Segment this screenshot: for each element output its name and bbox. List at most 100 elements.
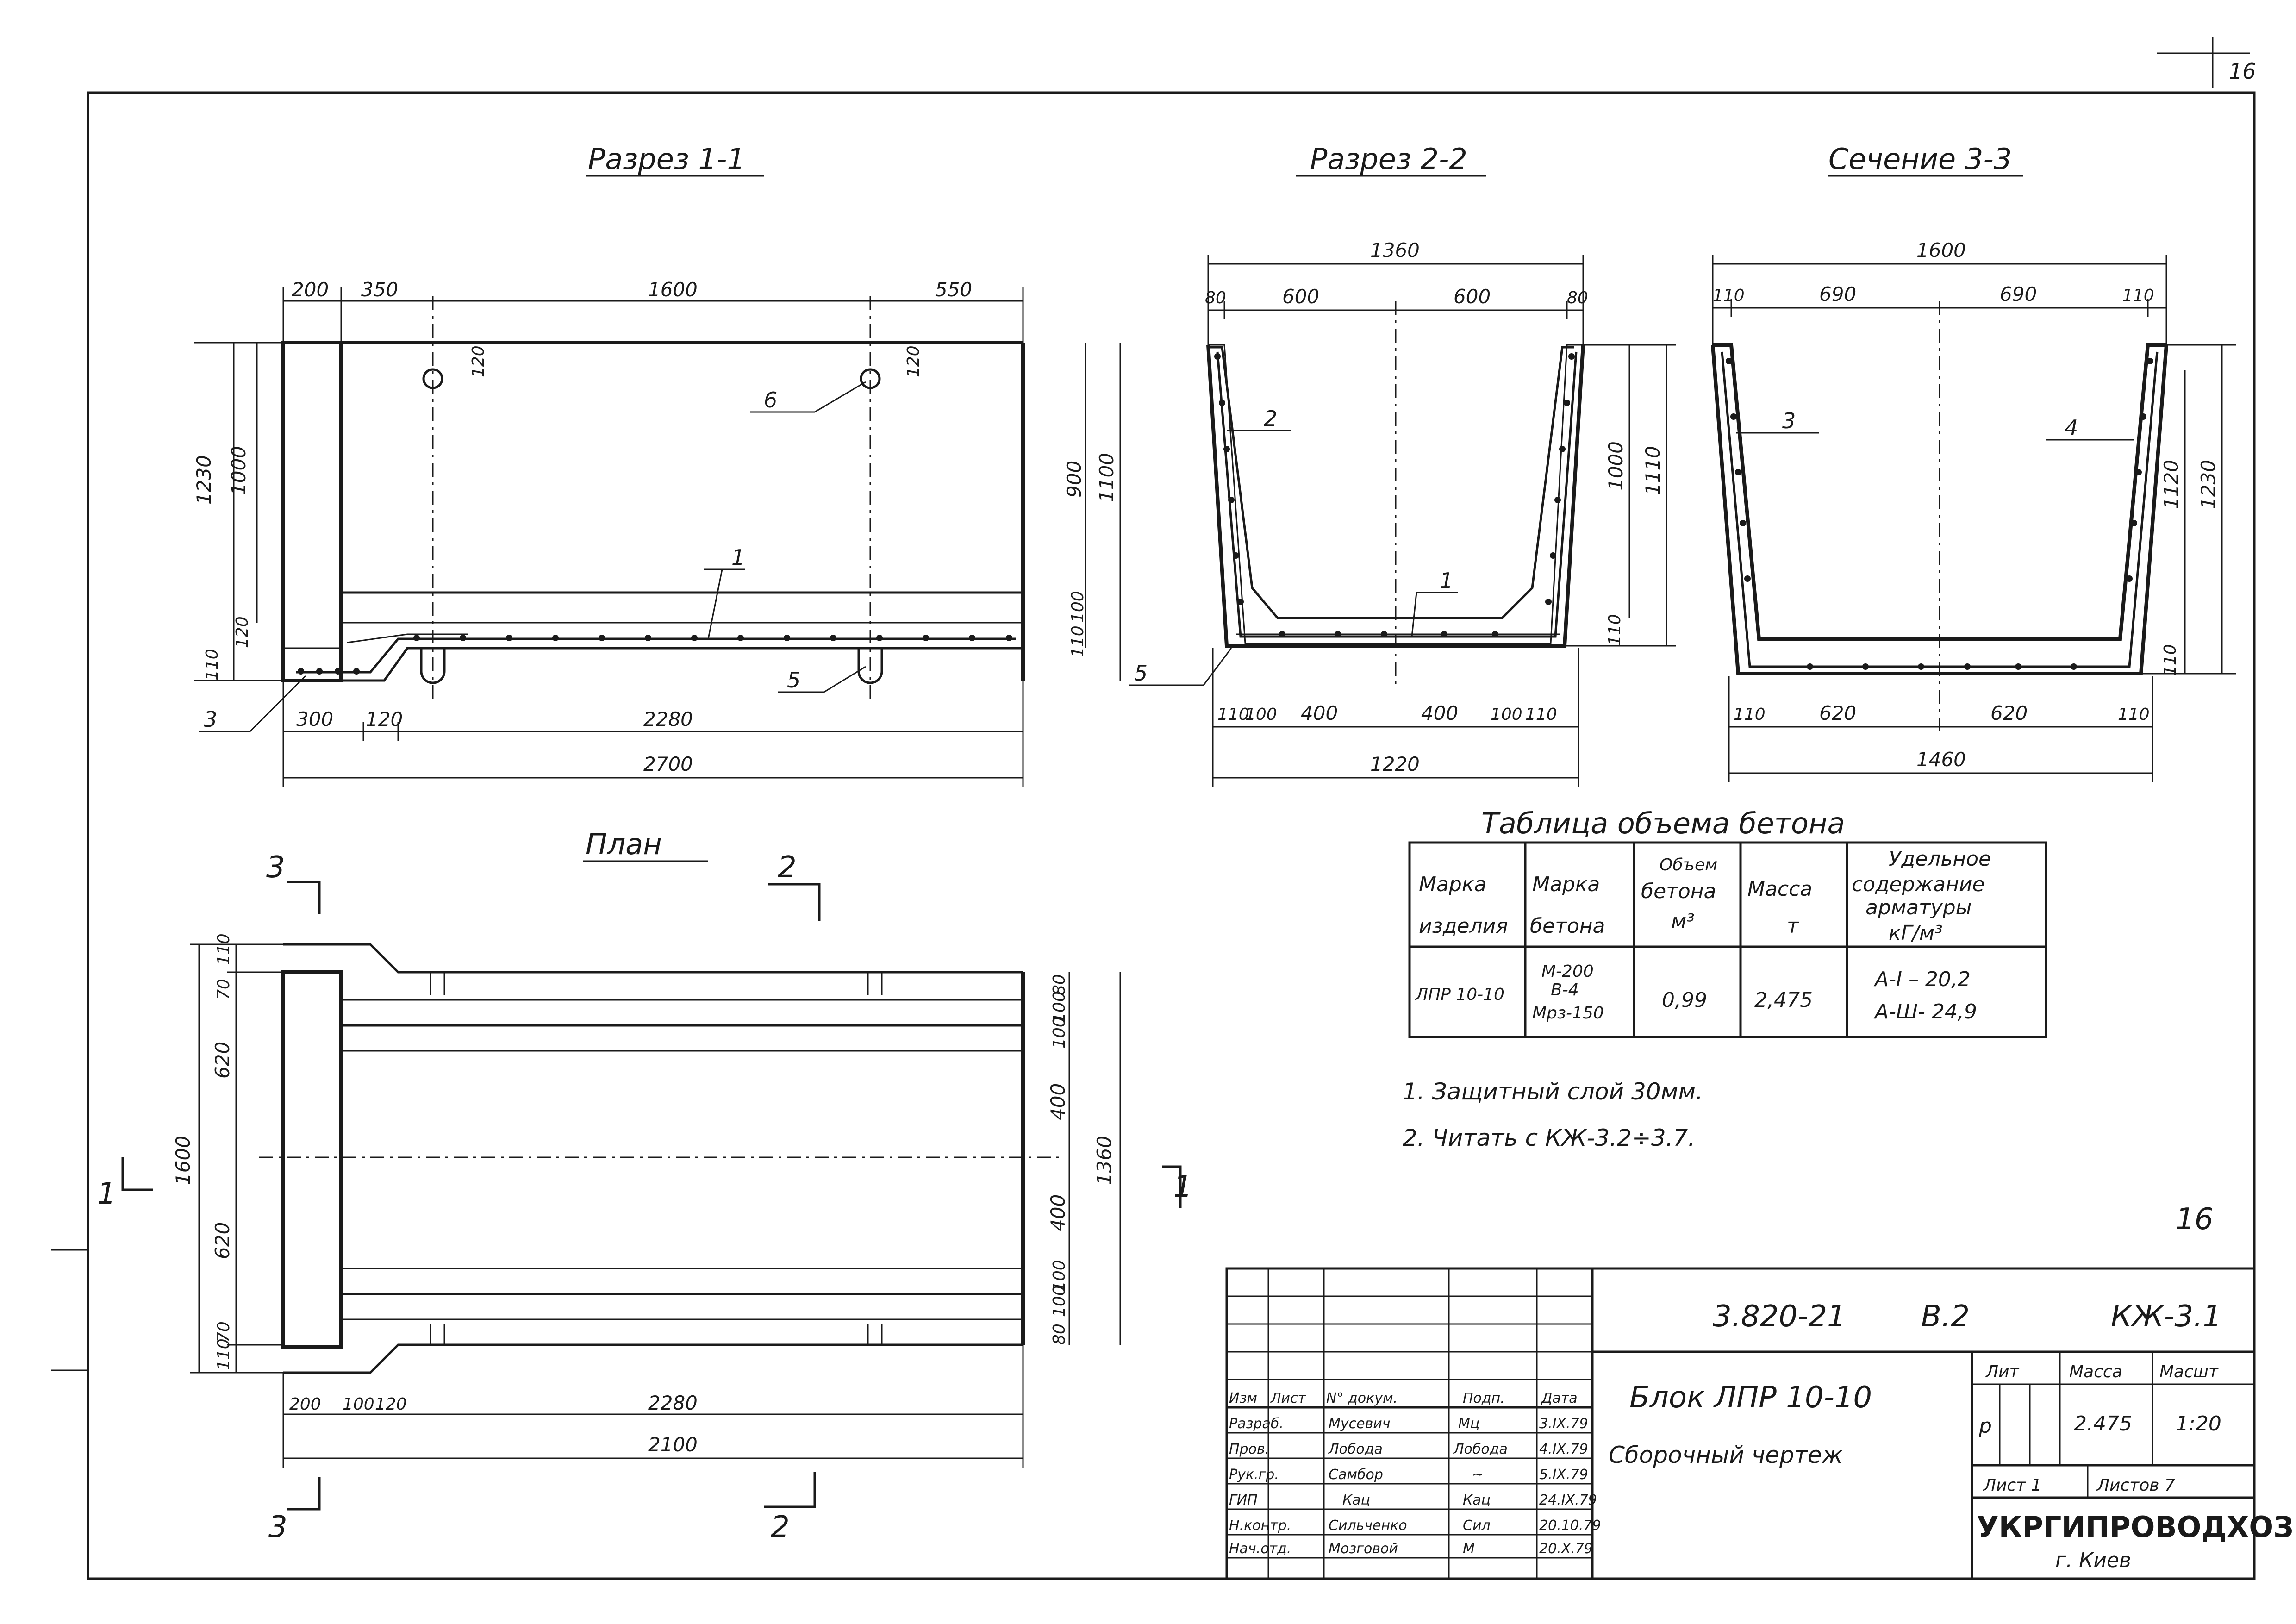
tb-sign: Мц bbox=[1458, 1416, 1479, 1432]
tb-name: Мусевич bbox=[1329, 1416, 1391, 1432]
cut-mark bbox=[287, 1477, 321, 1511]
dim-value: 110 bbox=[1217, 705, 1249, 724]
dim-value: 110 bbox=[1734, 705, 1766, 724]
tb-date: 20.10.79 bbox=[1539, 1518, 1601, 1534]
cut-mark-label: 2 bbox=[771, 1510, 790, 1544]
tb-col-header: Дата bbox=[1541, 1390, 1578, 1406]
callout-number: 6 bbox=[764, 387, 777, 412]
table-header: изделия bbox=[1419, 914, 1508, 938]
rebar-dot bbox=[1219, 400, 1225, 406]
callout-number: 3 bbox=[1782, 408, 1796, 433]
tb-sign: ~ bbox=[1472, 1467, 1484, 1483]
lifting-loop bbox=[857, 648, 883, 684]
rebar-dot bbox=[1726, 358, 1732, 364]
callout-number: 1 bbox=[731, 545, 745, 570]
table-header: т bbox=[1787, 914, 1799, 938]
callout-number: 4 bbox=[2065, 415, 2078, 440]
dim-value: 120 bbox=[233, 616, 252, 648]
dim-value: 1110 bbox=[1641, 446, 1664, 495]
dim-value: 100 bbox=[1068, 591, 1087, 623]
table-header: содержание bbox=[1852, 873, 1985, 896]
rebar-dot bbox=[691, 635, 698, 641]
dim-value: 400 bbox=[1047, 1083, 1069, 1120]
cell-mass: 2,475 bbox=[1754, 988, 1813, 1012]
tb-col-header: Изм bbox=[1229, 1390, 1257, 1406]
rebar-dot bbox=[1568, 353, 1575, 360]
rebar-dot bbox=[737, 635, 744, 641]
dim-value: 2280 bbox=[648, 1392, 698, 1414]
plan-end-wall bbox=[281, 970, 343, 1349]
table-header: Масса bbox=[1747, 877, 1812, 901]
dim-value: 70 bbox=[214, 1321, 233, 1343]
dim-value: 1120 bbox=[2160, 460, 2183, 509]
dim-value: 120 bbox=[375, 1395, 407, 1414]
section-2-2: Разрез 2-2 bbox=[1129, 142, 1676, 787]
rebar-line bbox=[347, 633, 468, 643]
rebar-dot bbox=[1740, 520, 1746, 526]
tb-role: Пров. bbox=[1229, 1441, 1269, 1457]
cut-mark-label: 1 bbox=[97, 1177, 116, 1211]
dim-value: 110 bbox=[1713, 286, 1745, 305]
rebar-dot bbox=[1492, 631, 1498, 637]
rebar-dot bbox=[353, 668, 360, 675]
dim-value: 110 bbox=[2118, 705, 2150, 724]
rebar-dot bbox=[969, 635, 975, 641]
cut-mark bbox=[121, 1157, 153, 1191]
section-1-1-title: Разрез 1-1 bbox=[588, 142, 745, 176]
rebar-dot bbox=[1228, 497, 1235, 503]
leader bbox=[707, 569, 723, 639]
leader bbox=[1411, 592, 1417, 637]
dim-value: 690 bbox=[1819, 283, 1856, 306]
table-header: м³ bbox=[1671, 910, 1695, 933]
leader bbox=[249, 675, 306, 732]
rebar-dot bbox=[1964, 663, 1971, 670]
dim-value: 200 bbox=[292, 278, 329, 301]
tb-sign: Кац bbox=[1463, 1492, 1491, 1508]
rebar-dot bbox=[2135, 469, 2142, 475]
dim-value: 1460 bbox=[1916, 748, 1966, 771]
dim-value: 100 bbox=[1050, 1260, 1069, 1292]
dim-value: 600 bbox=[1454, 285, 1491, 308]
rebar-dot bbox=[1279, 631, 1285, 637]
table-header: арматуры bbox=[1866, 896, 1972, 919]
dim-value: 110 bbox=[214, 933, 233, 965]
section-3-3: Сечение 3-3 bbox=[1711, 142, 2236, 782]
tb-code: 3.820-21 bbox=[1713, 1299, 1846, 1334]
tb-date: 4.IX.79 bbox=[1539, 1441, 1588, 1457]
table-frame bbox=[1408, 841, 2047, 1038]
dim-value: 690 bbox=[2000, 283, 2037, 306]
cell-concrete: Мрз-150 bbox=[1532, 1004, 1604, 1023]
tb-organization: УКРГИПРОВОДХОЗ bbox=[1977, 1510, 2294, 1544]
tb-mass-label: Масса bbox=[2069, 1362, 2122, 1381]
callout-number: 5 bbox=[787, 668, 800, 693]
plan-outline bbox=[283, 1343, 1023, 1374]
tb-role: Нач.отд. bbox=[1229, 1541, 1291, 1557]
dim-value: 620 bbox=[211, 1042, 234, 1079]
dim-value: 300 bbox=[296, 708, 333, 731]
rebar-dot bbox=[1335, 631, 1341, 637]
dim-value: 200 bbox=[289, 1395, 321, 1414]
dim-value: 110 bbox=[1605, 614, 1624, 646]
rebar-dot bbox=[298, 668, 304, 675]
tb-lit-value: р bbox=[1978, 1414, 1992, 1438]
dim-value: 80 bbox=[1050, 1324, 1069, 1345]
tb-name: Кац bbox=[1342, 1492, 1370, 1508]
note-2: 2. Читать с КЖ-3.2÷3.7. bbox=[1403, 1124, 1695, 1151]
dim-value: 70 bbox=[214, 979, 233, 1000]
dim-value: 100 bbox=[1050, 1285, 1069, 1317]
section-1-1: Разрез 1-1 bbox=[193, 142, 1121, 787]
cell-volume: 0,99 bbox=[1662, 988, 1707, 1012]
tb-date: 24.IX.79 bbox=[1539, 1492, 1597, 1508]
cut-mark-label: 3 bbox=[268, 1510, 287, 1544]
rebar-dot bbox=[2147, 358, 2153, 364]
rebar-line bbox=[296, 637, 1016, 674]
rebar-dot bbox=[1862, 663, 1869, 670]
table-header: бетона bbox=[1641, 880, 1716, 903]
section-3-3-title: Сечение 3-3 bbox=[1828, 142, 2012, 176]
tb-sheet-code: КЖ-3.1 bbox=[2111, 1299, 2221, 1334]
table-header: Марка bbox=[1419, 873, 1486, 896]
dim-value: 350 bbox=[361, 278, 398, 301]
cell-reinforcement: А-Ш- 24,9 bbox=[1873, 1000, 1977, 1024]
dim-value: 1600 bbox=[1916, 239, 1966, 262]
tb-date: 3.IX.79 bbox=[1539, 1416, 1588, 1432]
